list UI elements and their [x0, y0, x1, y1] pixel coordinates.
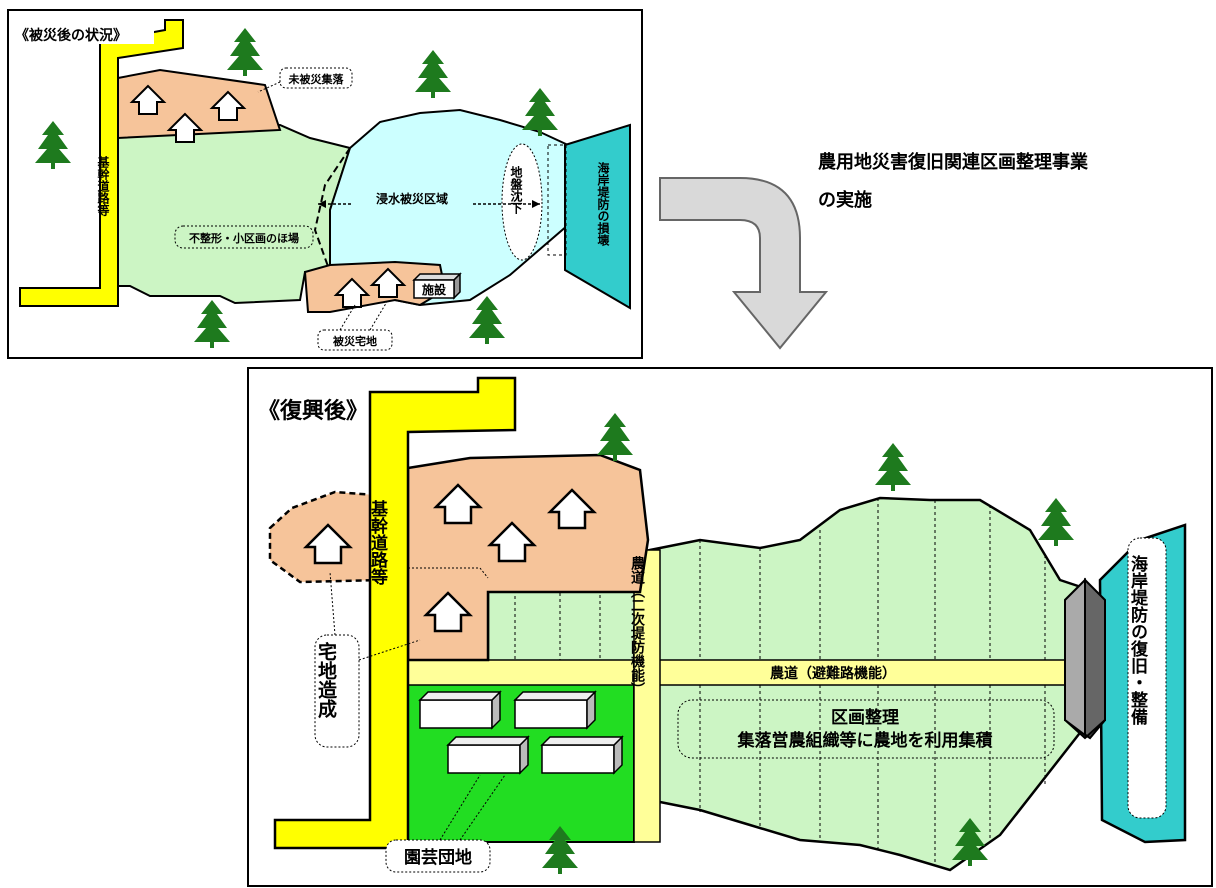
- farm-road-evac-label: 農道（避難路機能）: [770, 665, 896, 682]
- subsidence-label: 地盤沈下: [509, 165, 523, 215]
- before-flood-boundary: [313, 147, 351, 273]
- after-title: 《復興後》: [258, 398, 368, 424]
- before-sea: [564, 123, 631, 310]
- seawall-structure: [1064, 577, 1106, 740]
- facility-label: 施設: [422, 282, 447, 297]
- field-grid: [514, 498, 1046, 865]
- horticulture-label: 園芸団地: [404, 847, 472, 868]
- before-seawall-damage-box: [547, 144, 567, 256]
- seawall-label-box: [1127, 537, 1167, 819]
- readjust-title: 区画整理: [831, 707, 899, 728]
- after-panel: 基幹道路等 農道（二次堤防機能） 農道（避難路機能） 区画整理 集落営農組織等に…: [247, 367, 1213, 887]
- farm-road-secondary-label: 農道（二次堤防機能）: [629, 555, 646, 696]
- action-line-1: 農用地災害復旧関連区画整理事業: [818, 151, 1089, 173]
- before-fields: [113, 116, 352, 305]
- village-label: 未被災集落: [288, 72, 345, 86]
- before-panel: 施設 基幹道路等 地盤沈下 浸水被災区域 海岸堤防の損壊 未被災集落: [7, 9, 643, 359]
- readjust-callout: [677, 699, 1055, 759]
- greenhouses: [418, 690, 624, 775]
- farm-road-evac: [407, 659, 1099, 686]
- facility-box: [412, 272, 462, 300]
- action-line-2: の実施: [818, 189, 872, 211]
- fields-callout: [174, 225, 314, 249]
- subsidence-cloud: [501, 143, 543, 261]
- before-title: 《被災後の状況》: [15, 27, 127, 44]
- before-seawall-label: 海岸堤防の損壊: [596, 161, 610, 247]
- housing-callout: [314, 571, 421, 748]
- after-seawall-label: 海岸堤防の復旧・整備: [1127, 554, 1149, 726]
- transition-arrow: [659, 177, 829, 350]
- flooded-area-label: 浸水被災区域: [376, 191, 448, 206]
- housing-label: 宅地造成: [315, 641, 337, 719]
- after-road: [273, 376, 517, 850]
- readjust-sub: 集落営農組織等に農地を利用集積: [737, 730, 994, 751]
- horticulture-callout: [385, 774, 506, 873]
- village-callout: [257, 67, 353, 93]
- damaged-housing-callout: [317, 299, 393, 351]
- before-road-label: 基幹道路等: [96, 155, 110, 217]
- after-road-label: 基幹道路等: [367, 499, 389, 586]
- damaged-housing-label: 被災宅地: [333, 334, 377, 348]
- fields-label: 不整形・小区画のほ場: [189, 231, 299, 245]
